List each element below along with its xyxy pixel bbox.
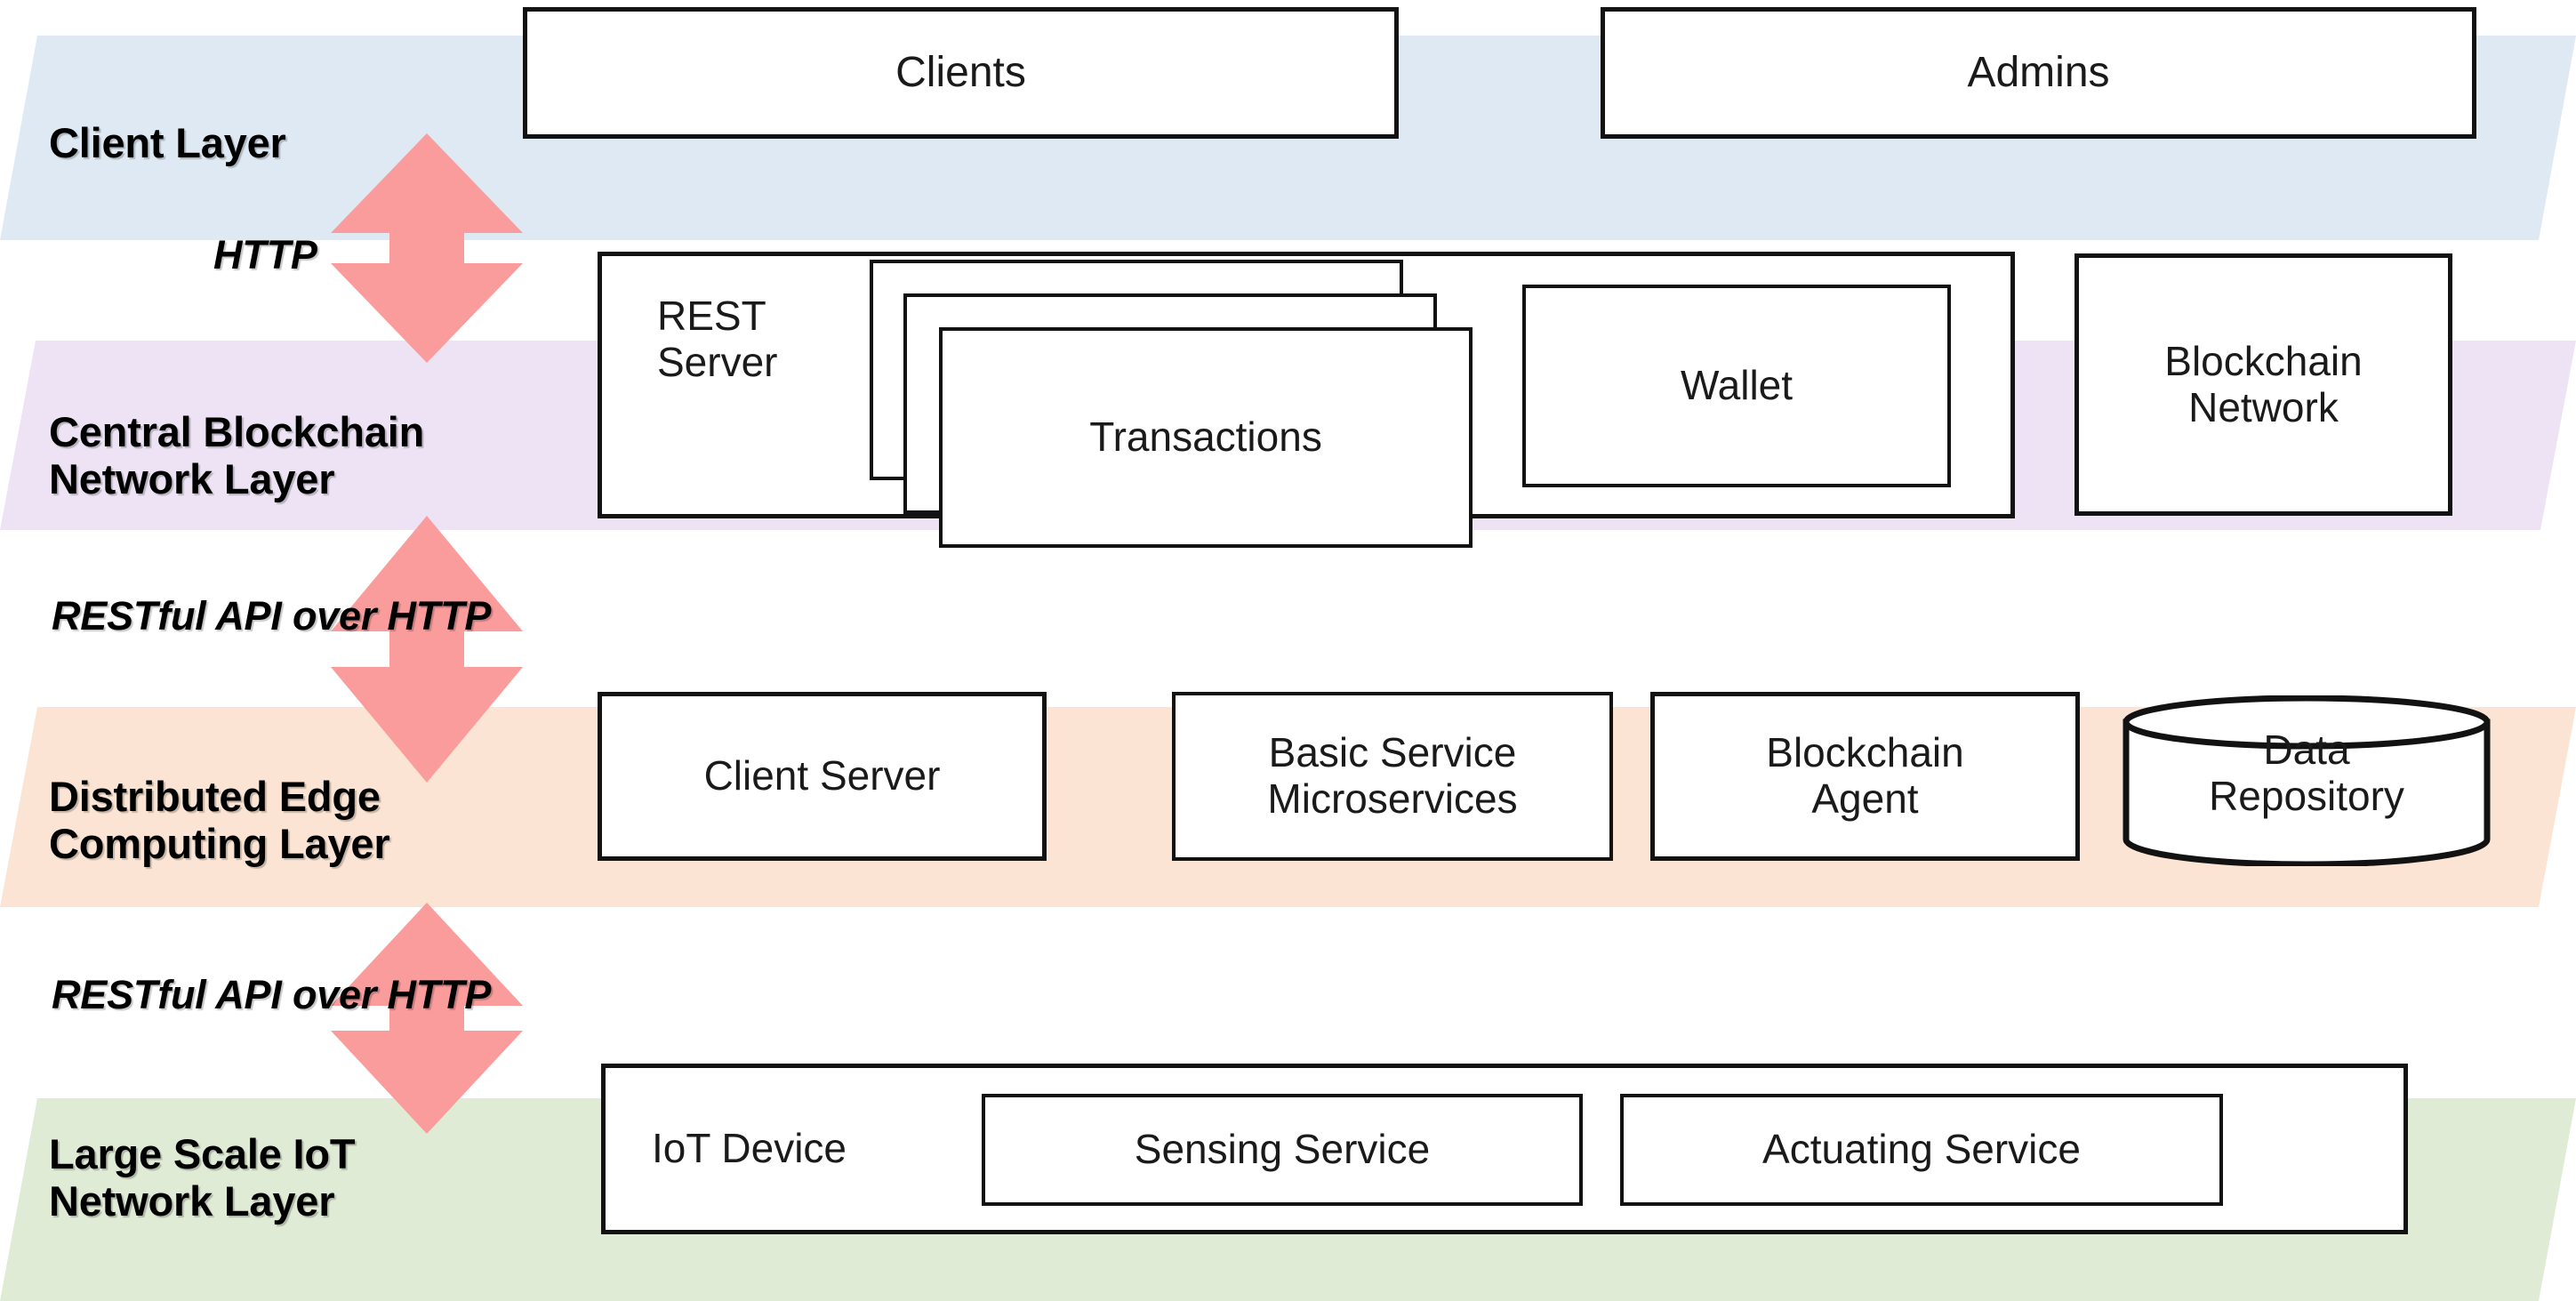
band-distributed-edge-layer-label: Distributed Edge Computing Layer — [49, 773, 390, 867]
box-basic-service-microservices: Basic Service Microservices — [1172, 692, 1613, 861]
connector-central-to-edge-label: RESTful API over HTTP — [52, 593, 492, 638]
double-arrow-icon — [331, 903, 523, 1134]
band-large-scale-iot-layer-label: Large Scale IoT Network Layer — [49, 1130, 356, 1225]
connector-edge-to-iot — [331, 903, 523, 1134]
connector-client-to-central — [331, 133, 523, 363]
database-cylinder-icon — [2123, 695, 2491, 866]
connector-central-to-edge — [331, 516, 523, 783]
box-data-repository — [2121, 695, 2492, 866]
box-iot-device-label: IoT Device — [652, 1125, 847, 1172]
box-client-server: Client Server — [598, 692, 1047, 861]
box-basic-service-microservices-label: Basic Service Microservices — [1267, 729, 1518, 822]
box-wallet: Wallet — [1522, 285, 1951, 487]
box-sensing-service: Sensing Service — [982, 1094, 1583, 1206]
double-arrow-icon — [331, 516, 523, 783]
box-admins-label: Admins — [1967, 49, 2110, 97]
band-central-blockchain-layer-label: Central Blockchain Network Layer — [49, 408, 425, 502]
connector-edge-to-iot-label: RESTful API over HTTP — [52, 972, 492, 1017]
box-actuating-service: Actuating Service — [1620, 1094, 2223, 1206]
box-blockchain-agent-label: Blockchain Agent — [1766, 729, 1964, 822]
box-clients: Clients — [523, 7, 1399, 139]
box-client-server-label: Client Server — [703, 752, 941, 799]
box-sensing-service-label: Sensing Service — [1134, 1126, 1431, 1173]
box-actuating-service-label: Actuating Service — [1762, 1126, 2081, 1173]
box-blockchain-agent: Blockchain Agent — [1650, 692, 2080, 861]
box-admins: Admins — [1601, 7, 2476, 139]
box-wallet-label: Wallet — [1680, 362, 1794, 409]
box-clients-label: Clients — [895, 49, 1026, 97]
box-blockchain-network-label: Blockchain Network — [2164, 337, 2363, 430]
connector-client-to-central-label: HTTP — [213, 232, 317, 277]
box-transactions-label: Transactions — [1089, 414, 1322, 461]
band-client-layer-label: Client Layer — [49, 119, 286, 166]
box-transactions: Transactions — [939, 327, 1473, 548]
box-rest-server-label: REST Server — [657, 293, 778, 385]
box-blockchain-network: Blockchain Network — [2074, 253, 2452, 516]
double-arrow-icon — [331, 133, 523, 363]
